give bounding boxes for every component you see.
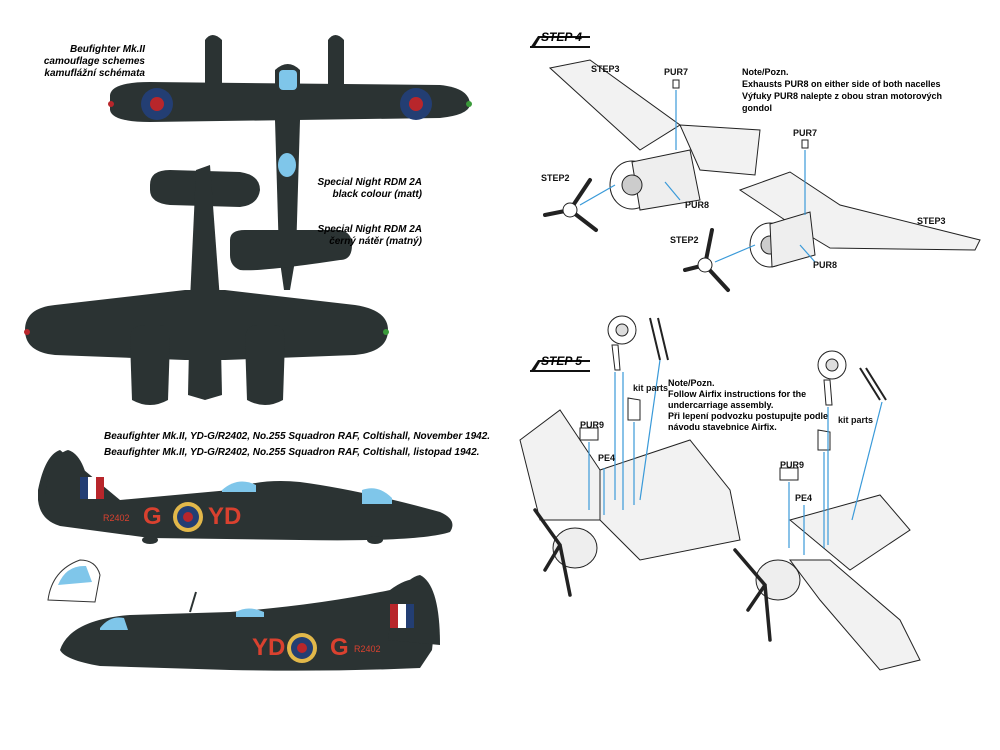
color-note-line: black colour (matt) (332, 189, 422, 200)
label-pur9: PUR9 (780, 460, 805, 470)
color-note-line: Special Night RDM 2A (317, 177, 422, 188)
label-kit-parts: kit parts (633, 383, 669, 393)
bottom-view-aircraft (24, 165, 389, 405)
step4-bar (530, 36, 590, 48)
code-letter-upper: G (143, 503, 162, 530)
label-step3: STEP3 (591, 64, 620, 74)
step5-note-line: undercarriage assembly. (668, 400, 774, 410)
code-squadron-lower: YD (252, 634, 286, 661)
color-note-line: černý nátěr (matný) (329, 236, 422, 247)
label-pur9: PUR9 (580, 420, 605, 430)
step4-note-line: Exhausts PUR8 on either side of both nac… (742, 79, 941, 89)
label-pe4: PE4 (795, 493, 813, 503)
canopy (279, 70, 297, 90)
step5-title: STEP 5 (541, 354, 582, 368)
label-step2: STEP2 (670, 235, 699, 245)
label-pur7: PUR7 (793, 128, 818, 138)
step5-note: Note/Pozn. Follow Airfix instructions fo… (668, 378, 838, 433)
step4-note-line: Výfuky PUR8 nalepte z obou stran motorov… (742, 91, 943, 113)
label-pur8: PUR8 (685, 200, 710, 210)
label-pur8: PUR8 (813, 260, 838, 270)
step5-note-line: Follow Airfix instructions for the (668, 389, 807, 399)
code-squadron-upper: YD (208, 503, 242, 530)
scheme-title-line: Beufighter Mk.II (69, 44, 145, 55)
step4-note: Note/Pozn. Exhausts PUR8 on either side … (742, 66, 972, 114)
color-note-line: Special Night RDM 2A (317, 224, 422, 235)
label-pur7: PUR7 (664, 67, 689, 77)
label-step2: STEP2 (541, 173, 570, 183)
step4-diagram (543, 59, 981, 292)
color-note-en: Special Night RDM 2A black colour (matt) (310, 177, 422, 201)
canopy-detail (47, 559, 101, 603)
side-view-upper (38, 450, 453, 544)
label-pe4: PE4 (598, 453, 616, 463)
scheme-title-line: kamuflážní schémata (44, 68, 145, 79)
serial-upper: R2402 (103, 513, 130, 523)
code-letter-lower: G (330, 634, 349, 661)
top-view-aircraft (108, 35, 472, 290)
color-note-cz: Special Night RDM 2A černý nátěr (matný) (310, 224, 422, 248)
step4-note-line: Note/Pozn. (742, 67, 789, 77)
step5-note-line: Při lepení podvozku postupujte podle (668, 411, 829, 421)
serial-lower: R2402 (354, 644, 381, 654)
caption-en: Beaufighter Mk.II, YD-G/R2402, No.255 Sq… (104, 431, 491, 442)
scheme-title-line: camouflage schemes (43, 56, 145, 67)
step5-bar (530, 360, 590, 372)
label-step3: STEP3 (917, 216, 946, 226)
scheme-title: Beufighter Mk.II camouflage schemes kamu… (20, 44, 145, 80)
side-view-lower (60, 575, 440, 671)
step5-note-line: návodu stavebnice Airfix. (668, 422, 777, 432)
step5-note-line: Note/Pozn. (668, 378, 715, 388)
caption-cz: Beaufighter Mk.II, YD-G/R2402, No.255 Sq… (104, 447, 480, 458)
step4-title: STEP 4 (541, 30, 582, 44)
label-kit-parts: kit parts (838, 415, 874, 425)
